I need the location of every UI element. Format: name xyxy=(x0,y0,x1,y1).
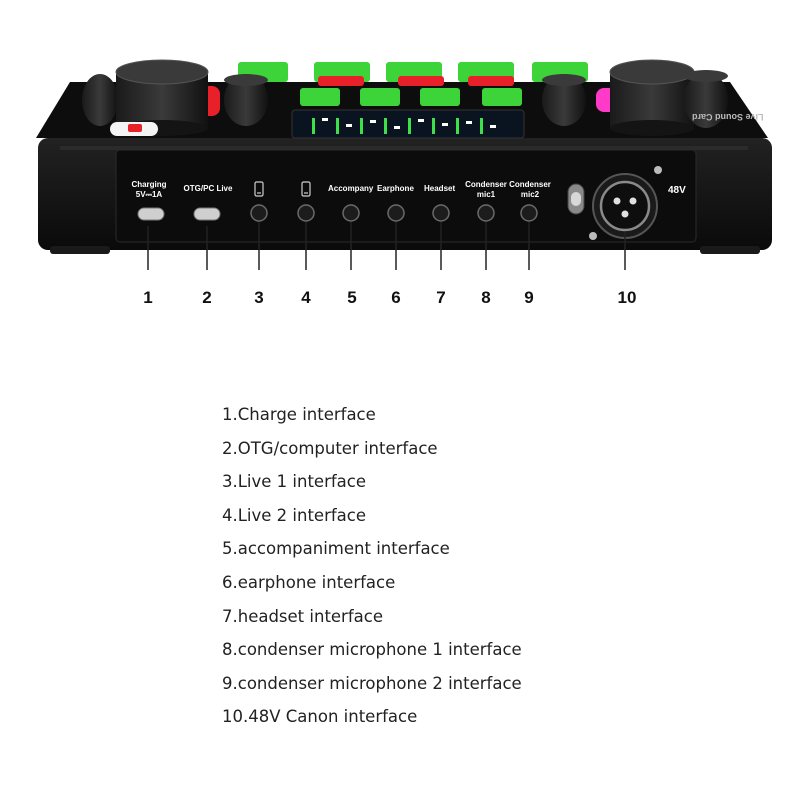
legend-item: 8.condenser microphone 1 interface xyxy=(222,640,522,660)
label-charging-line1: Charging xyxy=(131,180,167,189)
callout-number: 4 xyxy=(301,288,311,307)
label-condenser2-line2: mic2 xyxy=(520,190,540,199)
callout-number: 7 xyxy=(436,288,446,307)
label-condenser-mic1: Condenser mic1 xyxy=(464,180,508,200)
legend-item: 6.earphone interface xyxy=(222,572,396,592)
callout-number: 1 xyxy=(143,288,153,307)
phone-icon xyxy=(254,181,264,197)
callout-number: 6 xyxy=(391,288,401,307)
callout-number: 5 xyxy=(347,288,357,307)
label-otg: OTG/PC Live xyxy=(183,184,233,193)
callout-number: 3 xyxy=(254,288,264,307)
label-condenser-mic2: Condenser mic2 xyxy=(508,180,552,200)
jack-condenser-mic1 xyxy=(477,204,495,222)
callout-number: 9 xyxy=(524,288,534,307)
legend-item: 9.condenser microphone 2 interface xyxy=(222,673,522,693)
jack-accompany xyxy=(342,204,360,222)
label-charging-line2: 5V⎓1A xyxy=(135,190,163,199)
legend-item: 1.Charge interface xyxy=(222,405,376,424)
main-volume-knob-left xyxy=(82,59,220,136)
sound-card-device: Charging 5V⎓1A OTG/PC Live Accompany Ear… xyxy=(0,0,800,270)
jack-live2 xyxy=(297,204,315,222)
phantom-power-switch xyxy=(567,183,585,215)
label-condenser1-line1: Condenser xyxy=(465,180,507,189)
label-accompany: Accompany xyxy=(328,184,374,193)
label-condenser1-line2: mic1 xyxy=(476,190,496,199)
small-knob-right xyxy=(542,74,586,126)
pad-buttons-top-row xyxy=(238,62,588,86)
legend-item: 10.48V Canon interface xyxy=(222,707,418,727)
usb-c-otg-port xyxy=(193,207,221,221)
label-charging: Charging 5V⎓1A xyxy=(128,180,170,200)
legend-item: 3.Live 1 interface xyxy=(222,472,367,492)
legend-item: 4.Live 2 interface xyxy=(222,505,367,525)
label-48v: 48V xyxy=(668,185,686,196)
callout-number: 10 xyxy=(617,288,637,307)
label-headset: Headset xyxy=(424,184,456,193)
pad-buttons-second-row xyxy=(300,88,522,106)
xlr-jack-icon xyxy=(589,166,662,240)
top-brand-text: Live Sound Card xyxy=(692,112,764,122)
main-volume-knob-right xyxy=(596,59,728,136)
legend-item: 5.accompaniment interface xyxy=(222,539,450,559)
jack-headset xyxy=(432,204,450,222)
label-condenser2-line1: Condenser xyxy=(509,180,551,189)
sound-card-illustration xyxy=(36,59,772,270)
phone-icon xyxy=(301,181,311,197)
legend-item: 7.headset interface xyxy=(222,606,383,626)
legend-item: 2.OTG/computer interface xyxy=(222,438,438,458)
callout-number: 2 xyxy=(202,288,212,307)
jack-live1 xyxy=(250,204,268,222)
small-knob-left xyxy=(224,74,268,126)
jack-earphone xyxy=(387,204,405,222)
callout-lines xyxy=(147,222,626,270)
label-earphone: Earphone xyxy=(377,184,414,193)
jack-condenser-mic2 xyxy=(520,204,538,222)
callout-number: 8 xyxy=(481,288,491,307)
interface-legend: 1.Charge interface 2.OTG/computer interf… xyxy=(222,404,522,740)
usb-c-charging-port xyxy=(137,207,165,221)
fader-display xyxy=(291,109,525,139)
